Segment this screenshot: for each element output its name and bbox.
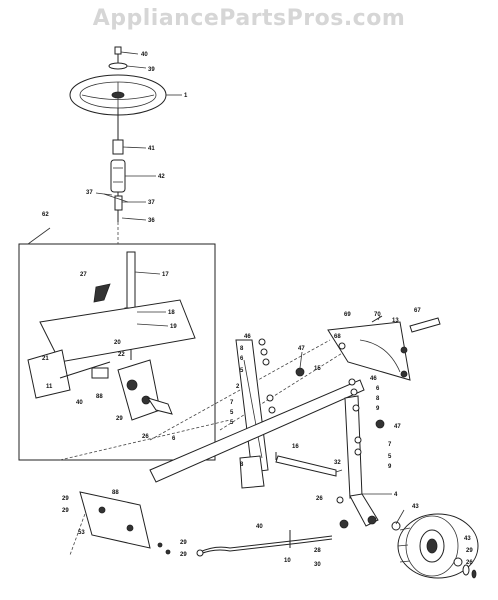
callout: 15 — [314, 366, 321, 372]
callout: 37 — [86, 190, 93, 196]
callout: 17 — [162, 272, 169, 278]
callout: 46 — [244, 334, 251, 340]
callout: 5 — [230, 410, 234, 416]
callout: 2 — [236, 384, 240, 390]
steering-shaft-upper[interactable] — [103, 108, 129, 222]
callout: 6 — [172, 436, 176, 442]
watermark: AppliancePartsPros.com — [92, 6, 406, 31]
callout: 18 — [168, 310, 175, 316]
callout: 88 — [112, 490, 119, 496]
callout: 40 — [76, 400, 83, 406]
callout: 40 — [141, 52, 148, 58]
callout: 8 — [240, 346, 244, 352]
callout: 1 — [184, 93, 188, 99]
callout: 88 — [96, 394, 103, 400]
callout: 29 — [116, 416, 123, 422]
callout: 16 — [292, 444, 299, 450]
steering-support-plate[interactable] — [27, 283, 196, 399]
callout: 5 — [388, 454, 392, 460]
assembly-dashed-lines — [59, 339, 356, 556]
wheel-hub-hardware[interactable] — [391, 521, 477, 579]
callout: 26 — [466, 560, 473, 566]
callout: 42 — [158, 174, 165, 180]
callout: 43 — [464, 536, 471, 542]
callout: 37 — [148, 200, 155, 206]
callout: 53 — [78, 530, 85, 536]
callout: 43 — [412, 504, 419, 510]
drag-link-hardware-left[interactable] — [258, 338, 305, 414]
callout: 39 — [148, 67, 155, 73]
callout: 8 — [240, 462, 244, 468]
callout: 6 — [240, 356, 244, 362]
callout: 40 — [256, 524, 263, 530]
callout: 6 — [376, 386, 380, 392]
callout: 22 — [118, 352, 125, 358]
callout: 19 — [170, 324, 177, 330]
callout: 10 — [284, 558, 291, 564]
tie-rod[interactable] — [275, 452, 337, 477]
callout: 7 — [230, 400, 234, 406]
sector-gear[interactable] — [59, 359, 173, 421]
callout: 69 — [344, 312, 351, 318]
callout: 68 — [334, 334, 341, 340]
callout: 70 — [374, 312, 381, 318]
spindle-right[interactable] — [344, 395, 379, 527]
callout: 9 — [376, 406, 380, 412]
callout: 8 — [376, 396, 380, 402]
callout: 21 — [42, 356, 49, 362]
callout: 29 — [466, 548, 473, 554]
callout: 7 — [388, 442, 392, 448]
front-mounting-bracket[interactable] — [79, 491, 171, 555]
spindle-right-hardware[interactable] — [336, 378, 385, 529]
callout: 30 — [314, 562, 321, 568]
callout: 11 — [46, 384, 53, 390]
front-axle-bar[interactable] — [149, 379, 365, 483]
callout: 41 — [148, 146, 155, 152]
steering-rod-lower[interactable] — [196, 530, 333, 557]
callout: 67 — [414, 308, 421, 314]
callout: 46 — [370, 376, 377, 382]
callout: 4 — [394, 492, 398, 498]
callout: 29 — [62, 496, 69, 502]
callout: 47 — [298, 346, 305, 352]
callout: 9 — [388, 464, 392, 470]
callout: 29 — [62, 508, 69, 514]
callout: 13 — [392, 318, 399, 324]
callout: 27 — [80, 272, 87, 278]
callout: 5 — [230, 420, 234, 426]
callout: 47 — [394, 424, 401, 430]
callout: 5 — [240, 368, 244, 374]
callout: 62 — [42, 212, 49, 218]
callout: 36 — [148, 218, 155, 224]
callout-leader-lines — [95, 51, 405, 525]
callout: 28 — [314, 548, 321, 554]
callout: 29 — [180, 540, 187, 546]
callout: 32 — [334, 460, 341, 466]
callout: 20 — [114, 340, 121, 346]
steering-gear-inset-box — [18, 222, 216, 461]
callout: 26 — [316, 496, 323, 502]
callout: 29 — [180, 552, 187, 558]
axle-support-bracket[interactable] — [327, 315, 441, 381]
callout: 26 — [142, 434, 149, 440]
wheel-cap-and-bolt[interactable] — [108, 46, 128, 70]
drag-link[interactable] — [235, 339, 269, 489]
callout-labels: 40 39 1 41 42 37 37 36 62 27 17 18 19 20… — [42, 52, 473, 568]
